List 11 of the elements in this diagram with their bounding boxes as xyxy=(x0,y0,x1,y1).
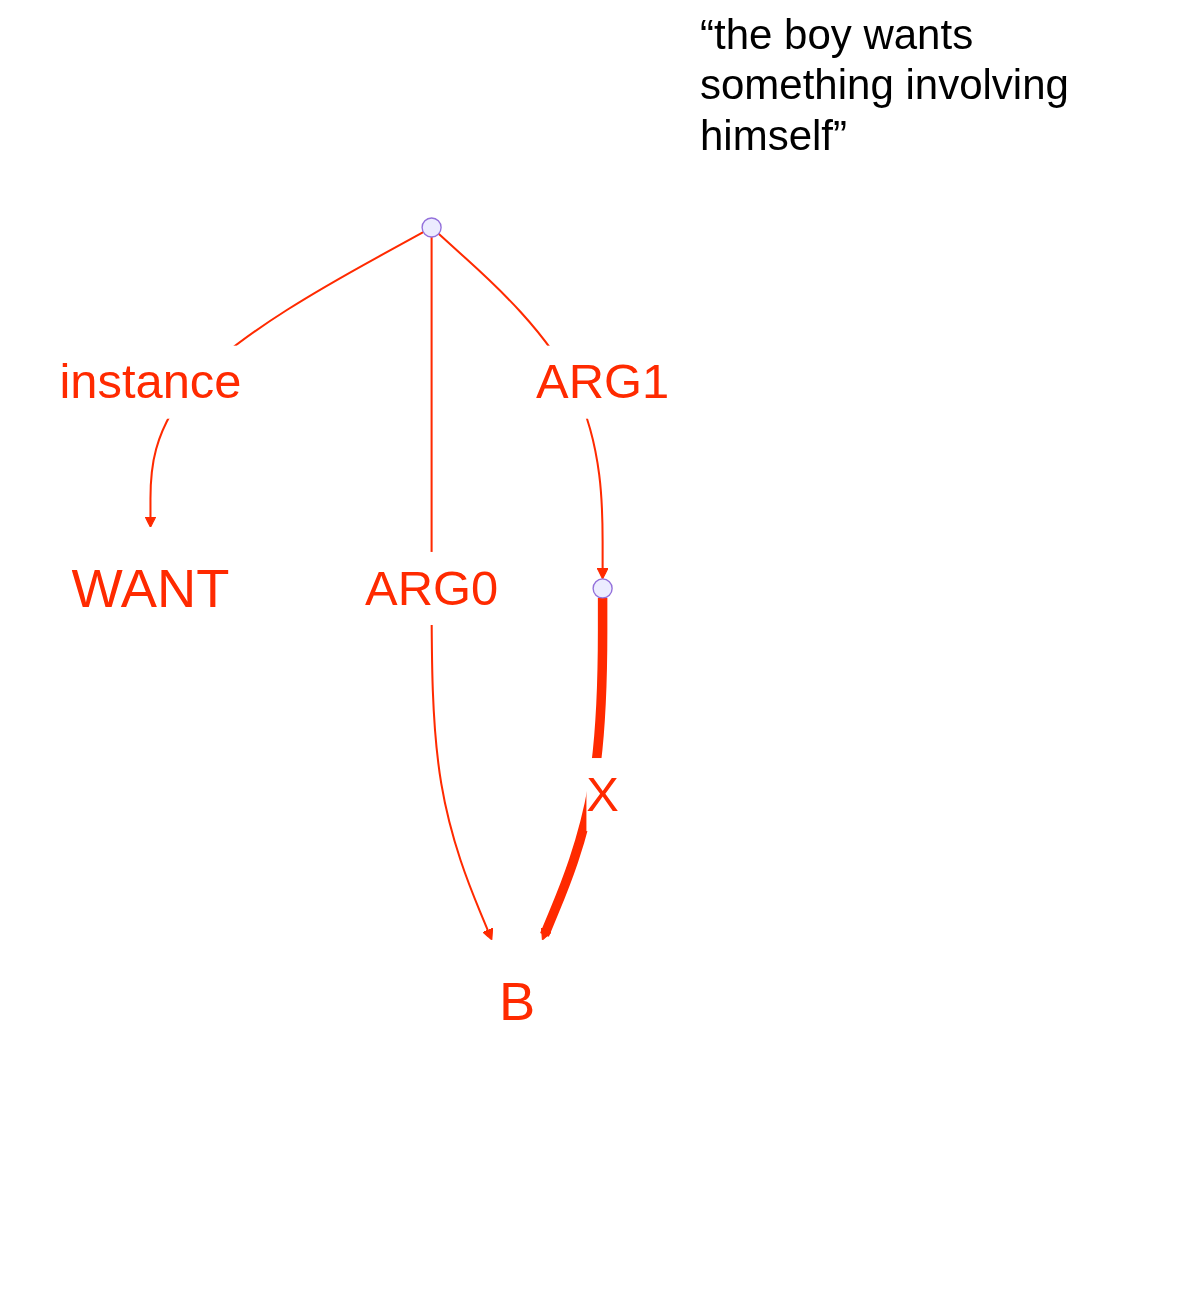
edge-label: instance xyxy=(59,353,242,410)
edge-label: X xyxy=(586,766,619,822)
arrow xyxy=(540,597,608,941)
node-text: WANT xyxy=(71,558,230,619)
node-point xyxy=(421,217,442,238)
quote-text: “the boy wants something involving himself” xyxy=(700,10,1070,161)
arrow xyxy=(430,236,494,941)
node-text: B xyxy=(499,971,536,1031)
edge-label: ARG1 xyxy=(536,353,670,410)
node-point xyxy=(592,578,613,599)
edge-label: ARG0 xyxy=(365,559,499,616)
